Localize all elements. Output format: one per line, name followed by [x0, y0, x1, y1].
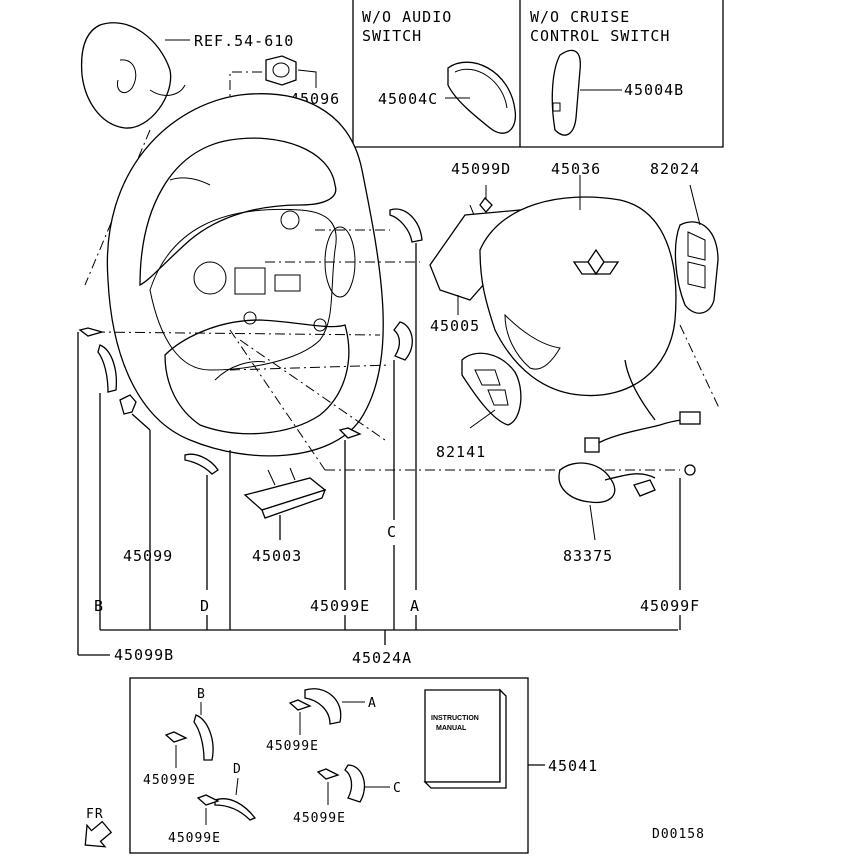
label-45036: 45036 [551, 160, 601, 178]
audio-box-title-2: SWITCH [362, 27, 422, 45]
fr-label: FR [86, 807, 104, 822]
letter-d: D [200, 597, 210, 615]
label-45005: 45005 [430, 317, 480, 335]
label-45003: 45003 [252, 547, 302, 565]
label-45099b: 45099B [114, 646, 174, 664]
manual-title-2: MANUAL [436, 725, 467, 732]
label-45004c: 45004C [378, 90, 438, 108]
cruise-box-title-1: W/O CRUISE [530, 8, 630, 26]
label-82024: 82024 [650, 160, 700, 178]
label-45024a: 45024A [352, 649, 412, 667]
label-45099: 45099 [123, 547, 173, 565]
cruise-box-title-2: CONTROL SWITCH [530, 27, 670, 45]
airbag-module: 45099D 45005 45036 [429, 160, 677, 397]
leader-lines [94, 204, 721, 471]
left-small-parts: 45099B 45099 D B [77, 327, 231, 664]
harness-83375: 83375 45099F [558, 359, 701, 630]
letter-a: A [410, 597, 420, 615]
label-83375: 83375 [563, 547, 613, 565]
kit-letter-d: D [233, 762, 242, 777]
label-82141: 82141 [436, 443, 486, 461]
switch-82024: 82024 [650, 160, 719, 314]
mitsubishi-logo [572, 248, 620, 276]
kit-letter-a: A [368, 696, 377, 711]
audio-box-title-1: W/O AUDIO [362, 8, 452, 26]
inset-boxes: W/O AUDIO SWITCH W/O CRUISE CONTROL SWIT… [352, 0, 724, 148]
label-45041: 45041 [548, 757, 598, 775]
label-45004b: 45004B [624, 81, 684, 99]
letter-c: C [387, 523, 397, 541]
bracket-45024a: 45024A [100, 629, 678, 667]
kit-letter-b: B [197, 687, 206, 702]
diagram-code: D00158 [652, 827, 705, 842]
letter-b: B [94, 597, 104, 615]
label-45099f: 45099F [640, 597, 700, 615]
blank-cover-45004b [551, 49, 581, 136]
kit-screw-2: 45099E [143, 773, 196, 788]
kit-screw-3: 45099E [168, 831, 221, 846]
blank-cover-45004c [447, 61, 517, 134]
label-ref: REF.54-610 [194, 32, 294, 50]
label-45099e: 45099E [310, 597, 370, 615]
kit-screw-1: 45099E [266, 739, 319, 754]
lower-cover-45003: 45003 [243, 467, 327, 565]
switch-82141: 82141 [436, 352, 522, 461]
kit-screw-4: 45099E [293, 811, 346, 826]
front-arrow-icon [84, 820, 113, 848]
kit-letter-c: C [393, 781, 402, 796]
front-indicator: FR [84, 807, 113, 848]
kit-box: 45041 INSTRUCTION MANUAL A 45099E B 4509… [129, 677, 598, 854]
label-45099d: 45099D [451, 160, 511, 178]
instruction-manual: INSTRUCTION MANUAL [423, 688, 507, 789]
steering-wheel [106, 93, 384, 457]
clock-spring: REF.54-610 [80, 22, 294, 286]
manual-title-1: INSTRUCTION [431, 715, 479, 722]
trim-pieces-ac: 45099E A C [310, 208, 423, 630]
